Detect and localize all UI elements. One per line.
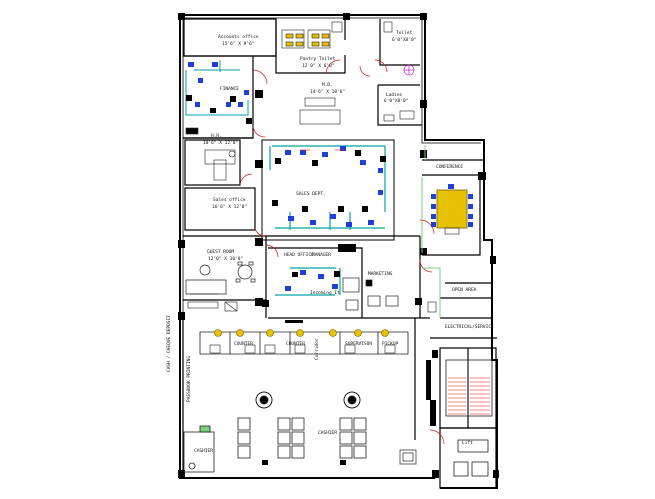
label-supervisor: SUPERVISOR [345, 341, 372, 347]
label-sales-office-1: Sales office [213, 197, 246, 203]
label-pantry-1: Pantry Toilet [300, 56, 336, 62]
sales-dept-room [261, 139, 395, 241]
bottom-door-marks [262, 460, 346, 465]
label-sales-dept: SALES DEPT. [296, 191, 326, 197]
label-electrical: ELECTRICAL/SERVICE [445, 324, 494, 330]
hr-furniture [185, 127, 236, 181]
stair-outline [445, 359, 493, 477]
label-finance: FINANCE [220, 86, 239, 92]
finance-desks [186, 95, 252, 124]
label-cashier: CASHIER [194, 448, 213, 454]
label-toilet-2: 6'0"X8'0" [392, 37, 416, 43]
label-cashier-2: CASHIER [318, 430, 337, 436]
label-sales-office-2: 16'6" X 12'0" [212, 204, 247, 210]
atm-unit [399, 449, 417, 465]
stair-walls [426, 360, 436, 426]
sales-desks [272, 150, 386, 212]
label-toilet-1: Toilet [396, 30, 413, 36]
pantry-furniture [281, 21, 343, 49]
sales-workstations [269, 145, 386, 230]
label-marketing: MARKETING [368, 271, 393, 277]
columns [178, 13, 499, 478]
label-head-office: HEAD OFFICE [284, 252, 314, 258]
label-hr-1: H.R. [211, 133, 222, 139]
label-lift: Lift [462, 440, 473, 446]
marketing-furniture [345, 279, 399, 311]
label-guest-2: 12'0" X 10'0" [208, 256, 243, 262]
waiting-seating [237, 417, 367, 459]
label-pickup: PICKUP [382, 341, 399, 347]
label-ladies-2: 6'0"X8'0" [384, 98, 408, 104]
label-guest-1: GUEST ROOM [207, 249, 234, 255]
label-ladies-1: Ladies [386, 92, 403, 98]
counter-top-bar [285, 320, 303, 323]
room-labels: Accounts office 15'6" X 9'6" Pantry Toil… [166, 30, 494, 454]
interior-walls [182, 18, 497, 489]
md-furniture [299, 97, 341, 125]
label-manager: MANAGER [312, 252, 331, 258]
label-counter-2: COUNTER [286, 341, 305, 347]
label-accounts-1: Accounts office [218, 34, 259, 40]
label-corridor: Corridor [314, 338, 320, 360]
label-pantry-2: 12'0" X 6'0" [302, 63, 335, 69]
label-open-area: OPEN AREA [452, 287, 477, 293]
head-office-desks [262, 271, 340, 307]
teller-chairs [214, 329, 389, 337]
label-md-1: M.D. [322, 82, 333, 88]
finance-chairs [188, 62, 249, 107]
customer-chairs [209, 344, 396, 354]
misc-items [187, 301, 437, 313]
sales-box [338, 244, 356, 252]
glass-partitions [421, 145, 441, 318]
label-side-1: CASH / CHEQUE DEPOSIT [166, 315, 172, 372]
finance-workstations [185, 60, 249, 116]
label-accounts-2: 15'6" X 9'6" [222, 41, 255, 47]
label-it: Incoming It [310, 290, 340, 296]
cashier-cubicle [183, 425, 215, 473]
label-side-2: PASSBOOK PRINTING [186, 356, 192, 402]
manager-box [342, 277, 360, 293]
label-hr-2: 10'6" X 12'0" [203, 140, 238, 146]
label-md-2: 14'6" X 10'6" [310, 89, 345, 95]
guest-furniture [185, 261, 256, 295]
label-counter-1: COUNTER [234, 341, 253, 347]
toilet-fixtures [383, 21, 415, 122]
sales-chairs [285, 146, 383, 227]
counter-line [199, 331, 409, 355]
label-conference: CONFERENCE [436, 164, 463, 170]
conference-furniture [431, 184, 473, 235]
head-office-chairs [285, 270, 338, 291]
hall-round-columns [255, 391, 361, 409]
stair [448, 377, 490, 415]
